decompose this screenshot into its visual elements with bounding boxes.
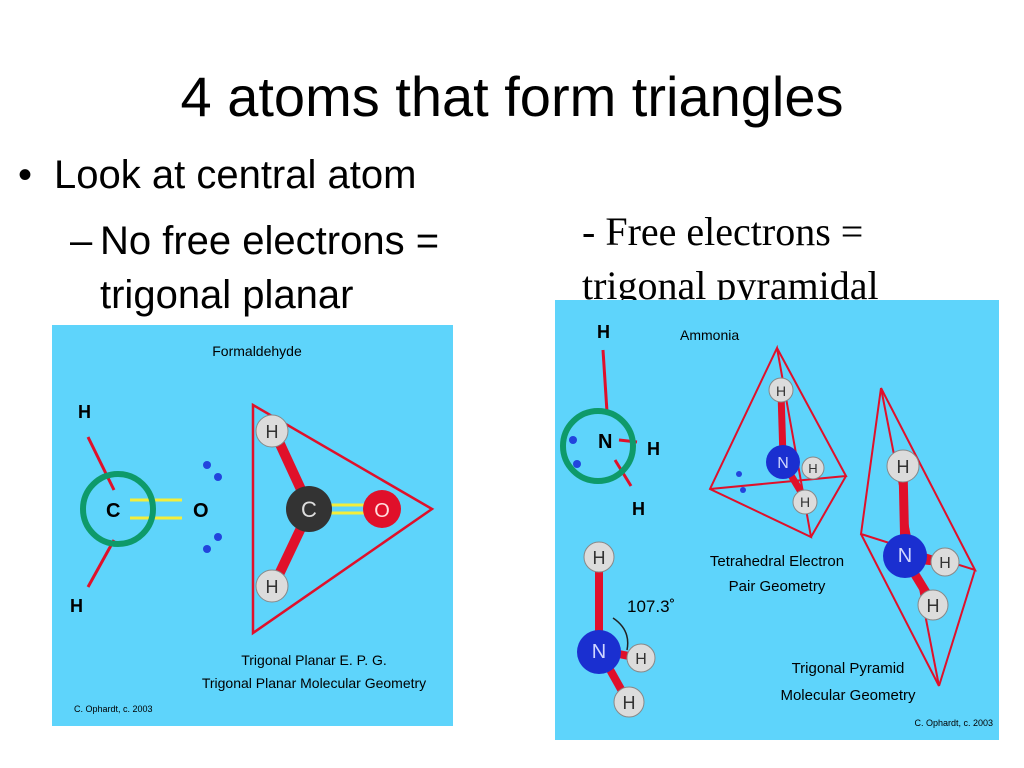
hydrogen-atom [613, 686, 645, 718]
triangle-outline [251, 402, 435, 636]
lone-pair-dot [573, 460, 581, 468]
lone-pair-dot [214, 533, 222, 541]
hydrogen-atom [768, 377, 794, 403]
pyramid-caption-line2: Molecular Geometry [780, 687, 916, 704]
central-atom-circle [560, 408, 636, 484]
lone-pair-dot [736, 471, 742, 477]
bond-n-h-top [601, 349, 609, 413]
tetrahedral-caption-line1: Tetrahedral Electron [710, 553, 844, 570]
hydrogen-atom [255, 414, 289, 448]
carbon-atom [286, 486, 332, 532]
bullet-text: Look at central atom [54, 153, 417, 197]
atom-label-h: H [808, 461, 817, 476]
atom-label-n: N [592, 641, 606, 663]
nitrogen-atom [766, 445, 800, 479]
tetrahedron-edge [810, 475, 847, 538]
hydrogen-atom [886, 449, 920, 483]
atom-label-h: H [939, 555, 951, 572]
hydrogen-atom [917, 589, 949, 621]
free-electrons-note: - Free electrons = trigonal pyramidal [582, 205, 879, 313]
atom-label-h: H [776, 383, 786, 399]
tetrahedral-caption-line2: Pair Geometry [729, 578, 826, 595]
lone-pair-dot [214, 473, 222, 481]
atom-label-h-bottom: H [632, 499, 645, 519]
slide-title: 4 atoms that form triangles [180, 65, 844, 128]
credit: C. Ophardt, c. 2003 [914, 718, 993, 728]
ammonia-diagram: Ammonia H N H H H N H H 107.3˚ H [555, 300, 999, 740]
atom-label-o: O [193, 500, 209, 522]
pyramid-caption-line1: Trigonal Pyramid [792, 660, 905, 677]
atom-label-n: N [598, 431, 612, 453]
atom-label-h: H [266, 577, 279, 597]
formaldehyde-heading: Formaldehyde [212, 343, 302, 359]
hydrogen-atom [255, 569, 289, 603]
hydrogen-atom [792, 489, 818, 515]
bond-h-c-top [86, 436, 116, 491]
hydrogen-atom [626, 643, 656, 673]
atom-label-h-right: H [647, 439, 660, 459]
formaldehyde-diagram: Formaldehyde H C O H H H C O Trigonal Pl… [52, 325, 453, 726]
formaldehyde-svg: Formaldehyde H C O H H H C O Trigonal Pl… [70, 343, 435, 714]
sub-bullet-line2: trigonal planar [100, 273, 354, 317]
atom-label-h-bottom: H [70, 596, 83, 616]
free-electrons-line1: - Free electrons = [582, 209, 864, 254]
atom-label-o-3d: O [374, 500, 390, 522]
atom-label-c-3d: C [301, 497, 317, 522]
central-atom-circle [80, 471, 156, 547]
oxygen-atom [363, 490, 401, 528]
atom-label-h: H [623, 693, 636, 713]
angle-arc [612, 617, 629, 651]
sub-bullet-line1: No free electrons = [100, 219, 440, 263]
lone-pair-dot [569, 436, 577, 444]
atom-label-h: H [897, 457, 910, 477]
sub-bullet-marker: – [70, 219, 93, 263]
bond-h-c-bottom [86, 539, 116, 588]
lone-pair-dot [203, 545, 211, 553]
pyramid-edge [860, 533, 940, 687]
atom-label-n: N [898, 545, 912, 567]
atom-label-h: H [593, 548, 606, 568]
ammonia-heading: Ammonia [680, 327, 739, 343]
atom-label-h-top: H [78, 402, 91, 422]
hydrogen-atom [801, 456, 825, 480]
hydrogen-atom [583, 541, 615, 573]
bond-angle-label: 107.3˚ [627, 597, 675, 616]
bullet-look-at-central-atom: • Look at central atom [18, 150, 416, 200]
nitrogen-atom [883, 534, 927, 578]
bullet-marker: • [18, 153, 33, 197]
lone-pair-dot [740, 487, 746, 493]
caption-line2: Trigonal Planar Molecular Geometry [202, 675, 426, 691]
atom-label-h-top: H [597, 322, 610, 342]
caption-line1: Trigonal Planar E. P. G. [241, 652, 387, 668]
lone-pair-dot [203, 461, 211, 469]
atom-label-n: N [777, 455, 789, 472]
atom-label-h: H [927, 596, 940, 616]
pyramid-edge [938, 569, 976, 687]
atom-label-h: H [800, 494, 810, 510]
nitrogen-atom [577, 630, 621, 674]
atom-label-c: C [106, 500, 120, 522]
credit: C. Ophardt, c. 2003 [74, 704, 153, 714]
hydrogen-atom [930, 547, 960, 577]
atom-label-h: H [635, 651, 647, 668]
ammonia-svg: Ammonia H N H H H N H H 107.3˚ H [560, 322, 993, 728]
atom-label-h: H [266, 422, 279, 442]
tetrahedron-face [708, 344, 813, 539]
sub-bullet-no-free-electrons: –No free electrons = trigonal planar [70, 214, 439, 322]
